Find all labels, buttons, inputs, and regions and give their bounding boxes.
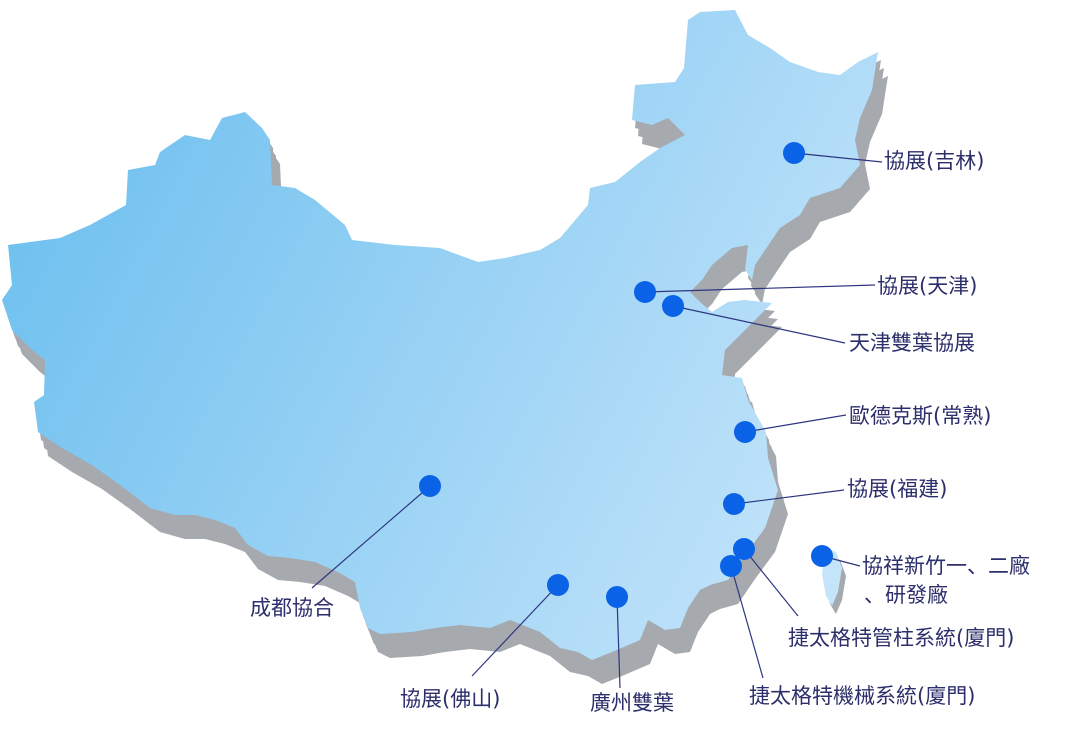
marker-changshu[interactable] <box>734 421 756 443</box>
label-chengdu[interactable]: 成都協合 <box>250 596 334 620</box>
leader-line-tianjin <box>644 284 876 293</box>
label-fujian[interactable]: 協展(福建) <box>847 477 948 501</box>
label-hsinchu[interactable]: 協祥新竹一、二廠 <box>862 554 1030 578</box>
leader-line-chengdu <box>311 485 431 589</box>
label-jilin[interactable]: 協展(吉林) <box>884 149 985 173</box>
marker-jilin[interactable] <box>783 142 805 164</box>
land-mass <box>2 10 878 660</box>
leader-line-changshu <box>744 414 847 433</box>
label-tianjin[interactable]: 協展(天津) <box>877 274 978 298</box>
marker-xiamen-machinery[interactable] <box>720 555 742 577</box>
leader-line-fujian <box>733 489 845 505</box>
label-xiamen-pipe[interactable]: 捷太格特管柱系統(廈門) <box>788 626 1015 650</box>
marker-xiamen-pipe[interactable] <box>733 538 755 560</box>
label-changshu[interactable]: 歐德克斯(常熟) <box>849 404 992 428</box>
leader-lines <box>311 152 883 689</box>
label-foshan[interactable]: 協展(佛山) <box>400 687 501 711</box>
marker-hsinchu[interactable] <box>811 545 833 567</box>
leader-line-foshan <box>471 584 559 677</box>
label-guangzhou[interactable]: 廣州雙葉 <box>590 691 674 715</box>
leader-line-guangzhou <box>616 596 621 689</box>
marker-tianjin[interactable] <box>634 281 656 303</box>
china-landmass <box>2 10 878 660</box>
marker-guangzhou[interactable] <box>606 586 628 608</box>
leader-line-xiamen-pipe <box>743 548 799 617</box>
leader-line-xiamen-machinery <box>730 565 764 679</box>
marker-tianjin-shuangye[interactable] <box>662 295 684 317</box>
leader-line-tianjin-shuangye <box>672 305 846 344</box>
marker-foshan[interactable] <box>547 574 569 596</box>
marker-fujian[interactable] <box>723 493 745 515</box>
leader-line-jilin <box>793 152 883 163</box>
marker-chengdu[interactable] <box>419 475 441 497</box>
label-tianjin-shuangye[interactable]: 天津雙葉協展 <box>849 331 975 355</box>
label-xiamen-machinery[interactable]: 捷太格特機械系統(廈門) <box>749 684 976 708</box>
label-hsinchu-line2[interactable]: 、研發廠 <box>864 583 948 607</box>
location-markers <box>419 142 833 608</box>
